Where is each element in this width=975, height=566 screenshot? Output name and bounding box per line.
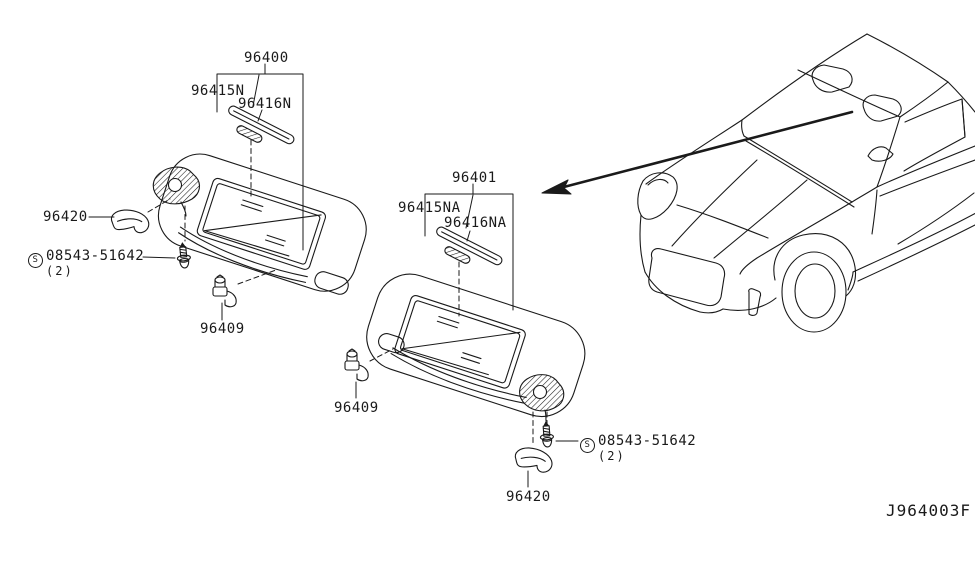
left-visor-drawing — [152, 153, 367, 295]
left-visor-rod — [178, 226, 349, 295]
holder-strip-right-drawing — [428, 224, 504, 279]
right-pivot-bracket — [519, 374, 565, 422]
part-label-96420-right-clip[interactable]: 96420 — [506, 489, 551, 505]
leader-lines — [88, 216, 579, 488]
part-label-96415N-holder[interactable]: 96415N — [191, 83, 245, 99]
part-label-96409-left-hook[interactable]: 96409 — [200, 321, 245, 337]
standard-part-symbol: S — [28, 253, 43, 268]
right-visor-mirror — [394, 295, 526, 389]
car-drawing — [637, 33, 975, 333]
standard-part-symbol: S — [580, 438, 595, 453]
part-label-96420-left-clip[interactable]: 96420 — [43, 209, 88, 225]
strap-clip-icon-left — [109, 207, 151, 235]
screw-part-number: 08543-51642 — [46, 248, 145, 264]
part-label-96409-right-hook[interactable]: 96409 — [334, 400, 379, 416]
screw-right-quantity: (2) — [598, 449, 626, 463]
screw-left-quantity: (2) — [46, 264, 74, 278]
part-label-96416NA-cap[interactable]: 96416NA — [444, 215, 507, 231]
part-label-96401-right-visor[interactable]: 96401 — [452, 170, 497, 186]
hook-clip-icon-right — [344, 348, 369, 382]
screw-icon-right — [538, 420, 555, 448]
screw-part-number: 08543-51642 — [598, 433, 697, 449]
strap-clip-icon-right — [512, 444, 556, 475]
assembly-dashed-lines — [147, 139, 548, 446]
left-visor-mirror — [196, 177, 327, 270]
part-label-96416N-cap[interactable]: 96416N — [238, 96, 292, 112]
right-visor-drawing — [366, 273, 586, 422]
callout-brackets — [216, 63, 514, 311]
pointer-arrow — [541, 110, 854, 195]
part-label-96415NA-holder[interactable]: 96415NA — [398, 200, 461, 216]
holder-strip-left-drawing — [220, 103, 296, 158]
hook-clip-icon-left — [212, 274, 237, 308]
part-label-96400-left-visor[interactable]: 96400 — [244, 50, 289, 66]
left-pivot-bracket — [152, 166, 201, 217]
diagram-reference-code: J964003F — [886, 501, 972, 520]
